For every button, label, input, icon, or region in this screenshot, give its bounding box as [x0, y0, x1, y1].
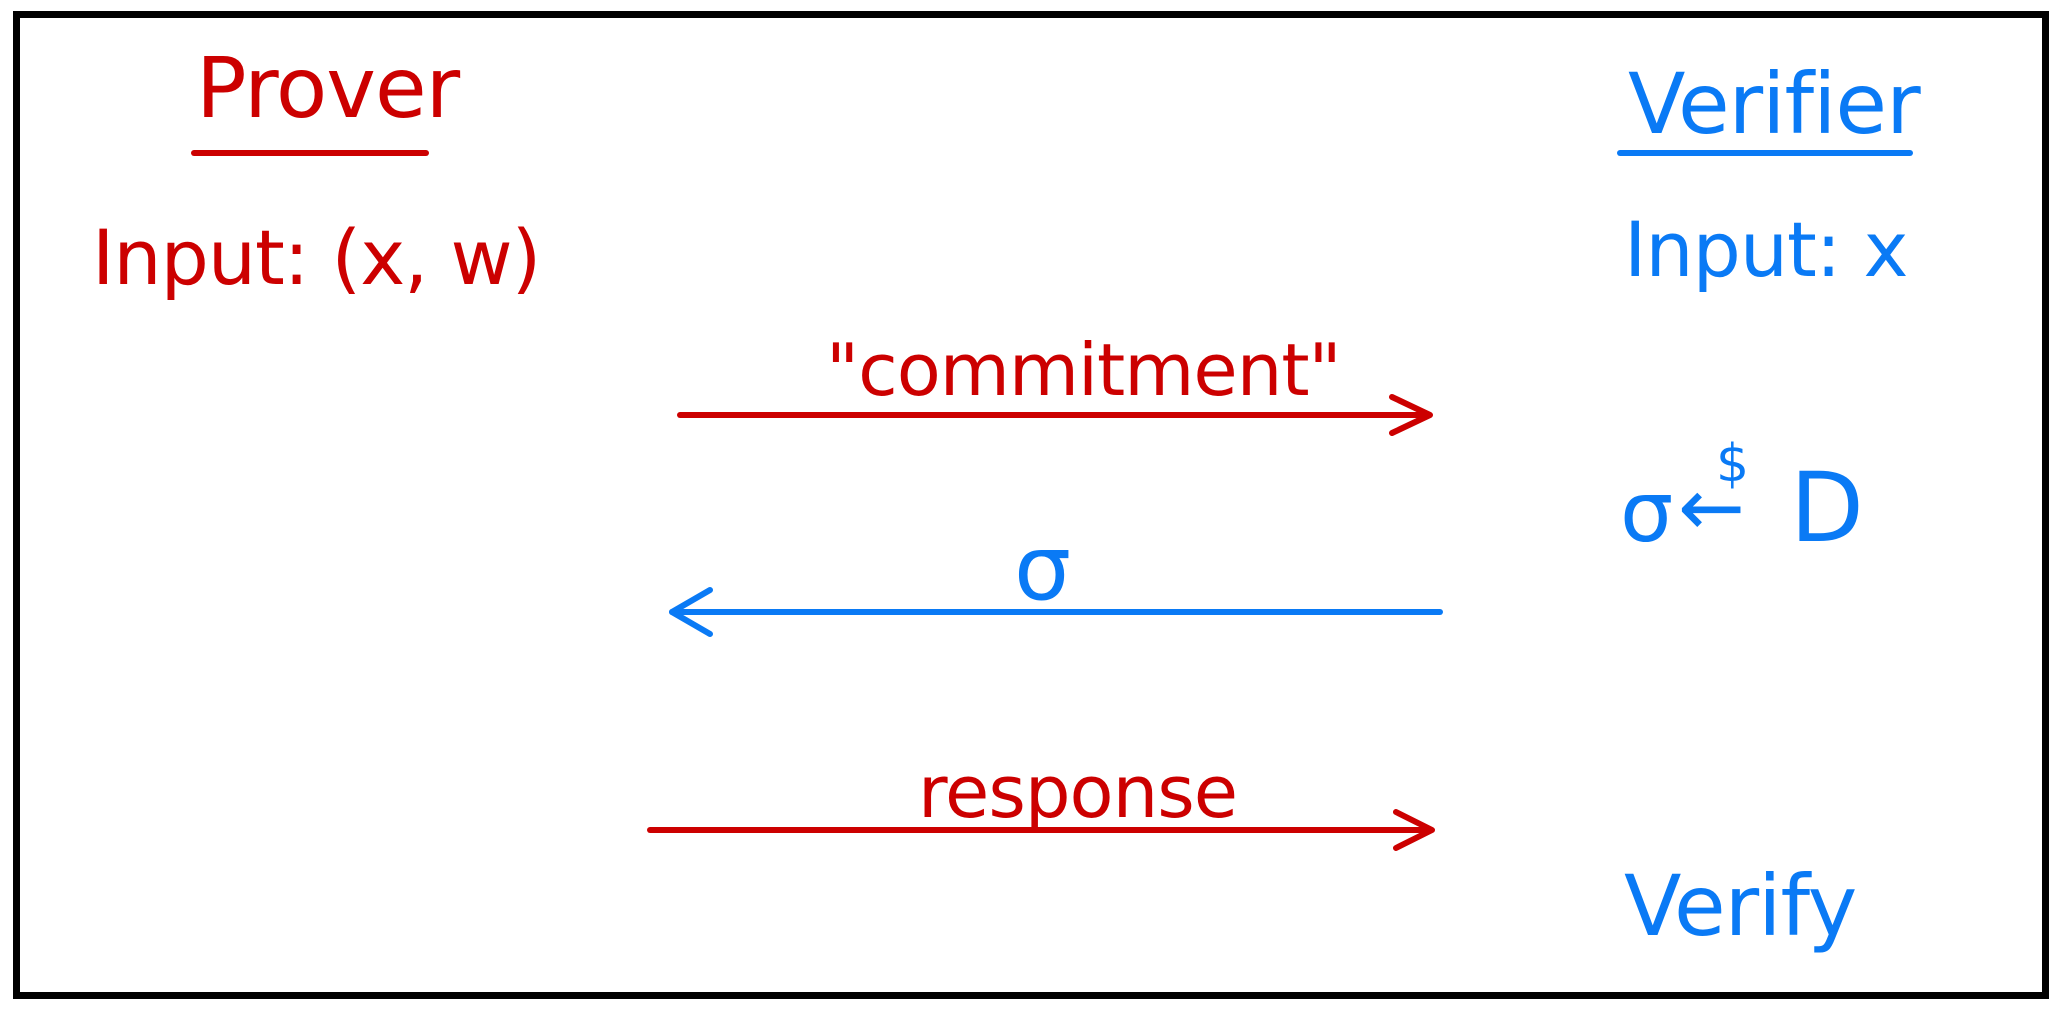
diagram-frame: [13, 11, 2049, 999]
commitment-label: "commitment": [826, 328, 1342, 412]
random-symbol: $: [1716, 434, 1749, 494]
prover-title: Prover: [196, 39, 460, 137]
commitment-arrow: [677, 394, 1433, 436]
challenge-arrow: [669, 587, 1443, 637]
sample-arrow: ←: [1678, 461, 1745, 554]
challenge-distribution: D: [1790, 452, 1864, 564]
response-arrow: [647, 809, 1435, 851]
challenge-label: σ: [1014, 516, 1071, 621]
verify-step: Verify: [1624, 857, 1857, 955]
response-label: response: [918, 750, 1238, 834]
verifier-title: Verifier: [1628, 55, 1921, 153]
prover-input: Input: (x, w): [92, 213, 541, 302]
verifier-input: Input: x: [1624, 205, 1909, 294]
challenge-variable: σ: [1620, 463, 1673, 561]
